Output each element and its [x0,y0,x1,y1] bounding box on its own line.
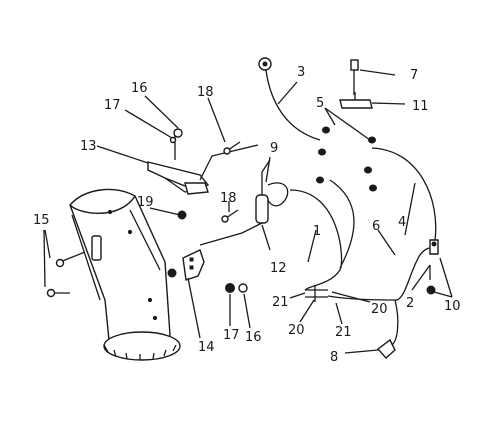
callout-16-lower: 16 [245,330,262,345]
mounting-bracket [182,249,205,281]
callout-10: 10 [444,299,461,314]
discharge-chute [69,188,181,361]
callout-2: 2 [406,296,414,311]
callout-15: 15 [33,213,50,228]
callout-labels: 1 2 3 4 5 6 7 8 9 10 11 12 13 14 15 16 1… [33,65,461,365]
callout-21-right: 21 [335,325,352,340]
callout-8: 8 [330,350,338,365]
crank-rod [199,144,289,246]
callout-17-lower: 17 [223,328,240,343]
callout-3: 3 [297,65,305,80]
callout-19: 19 [137,195,154,210]
callout-18-upper: 18 [197,85,214,100]
callout-9: 9 [270,141,278,156]
fasteners [46,57,439,359]
callout-4: 4 [398,215,406,230]
callout-21-left: 21 [272,295,289,310]
leader-lines [43,69,453,354]
callout-20-right: 20 [371,302,388,317]
callout-5: 5 [316,96,324,111]
callout-20-left: 20 [288,323,305,338]
callout-13: 13 [80,139,97,154]
callout-18-lower: 18 [220,191,237,206]
callout-6: 6 [372,219,380,234]
callout-14: 14 [198,340,215,355]
callout-17-upper: 17 [104,98,121,113]
callout-16-upper: 16 [131,81,148,96]
callout-1: 1 [313,224,321,239]
deflector-bracket [147,128,210,195]
callout-11: 11 [412,99,429,114]
callout-12: 12 [270,261,287,276]
callout-7: 7 [410,68,418,83]
